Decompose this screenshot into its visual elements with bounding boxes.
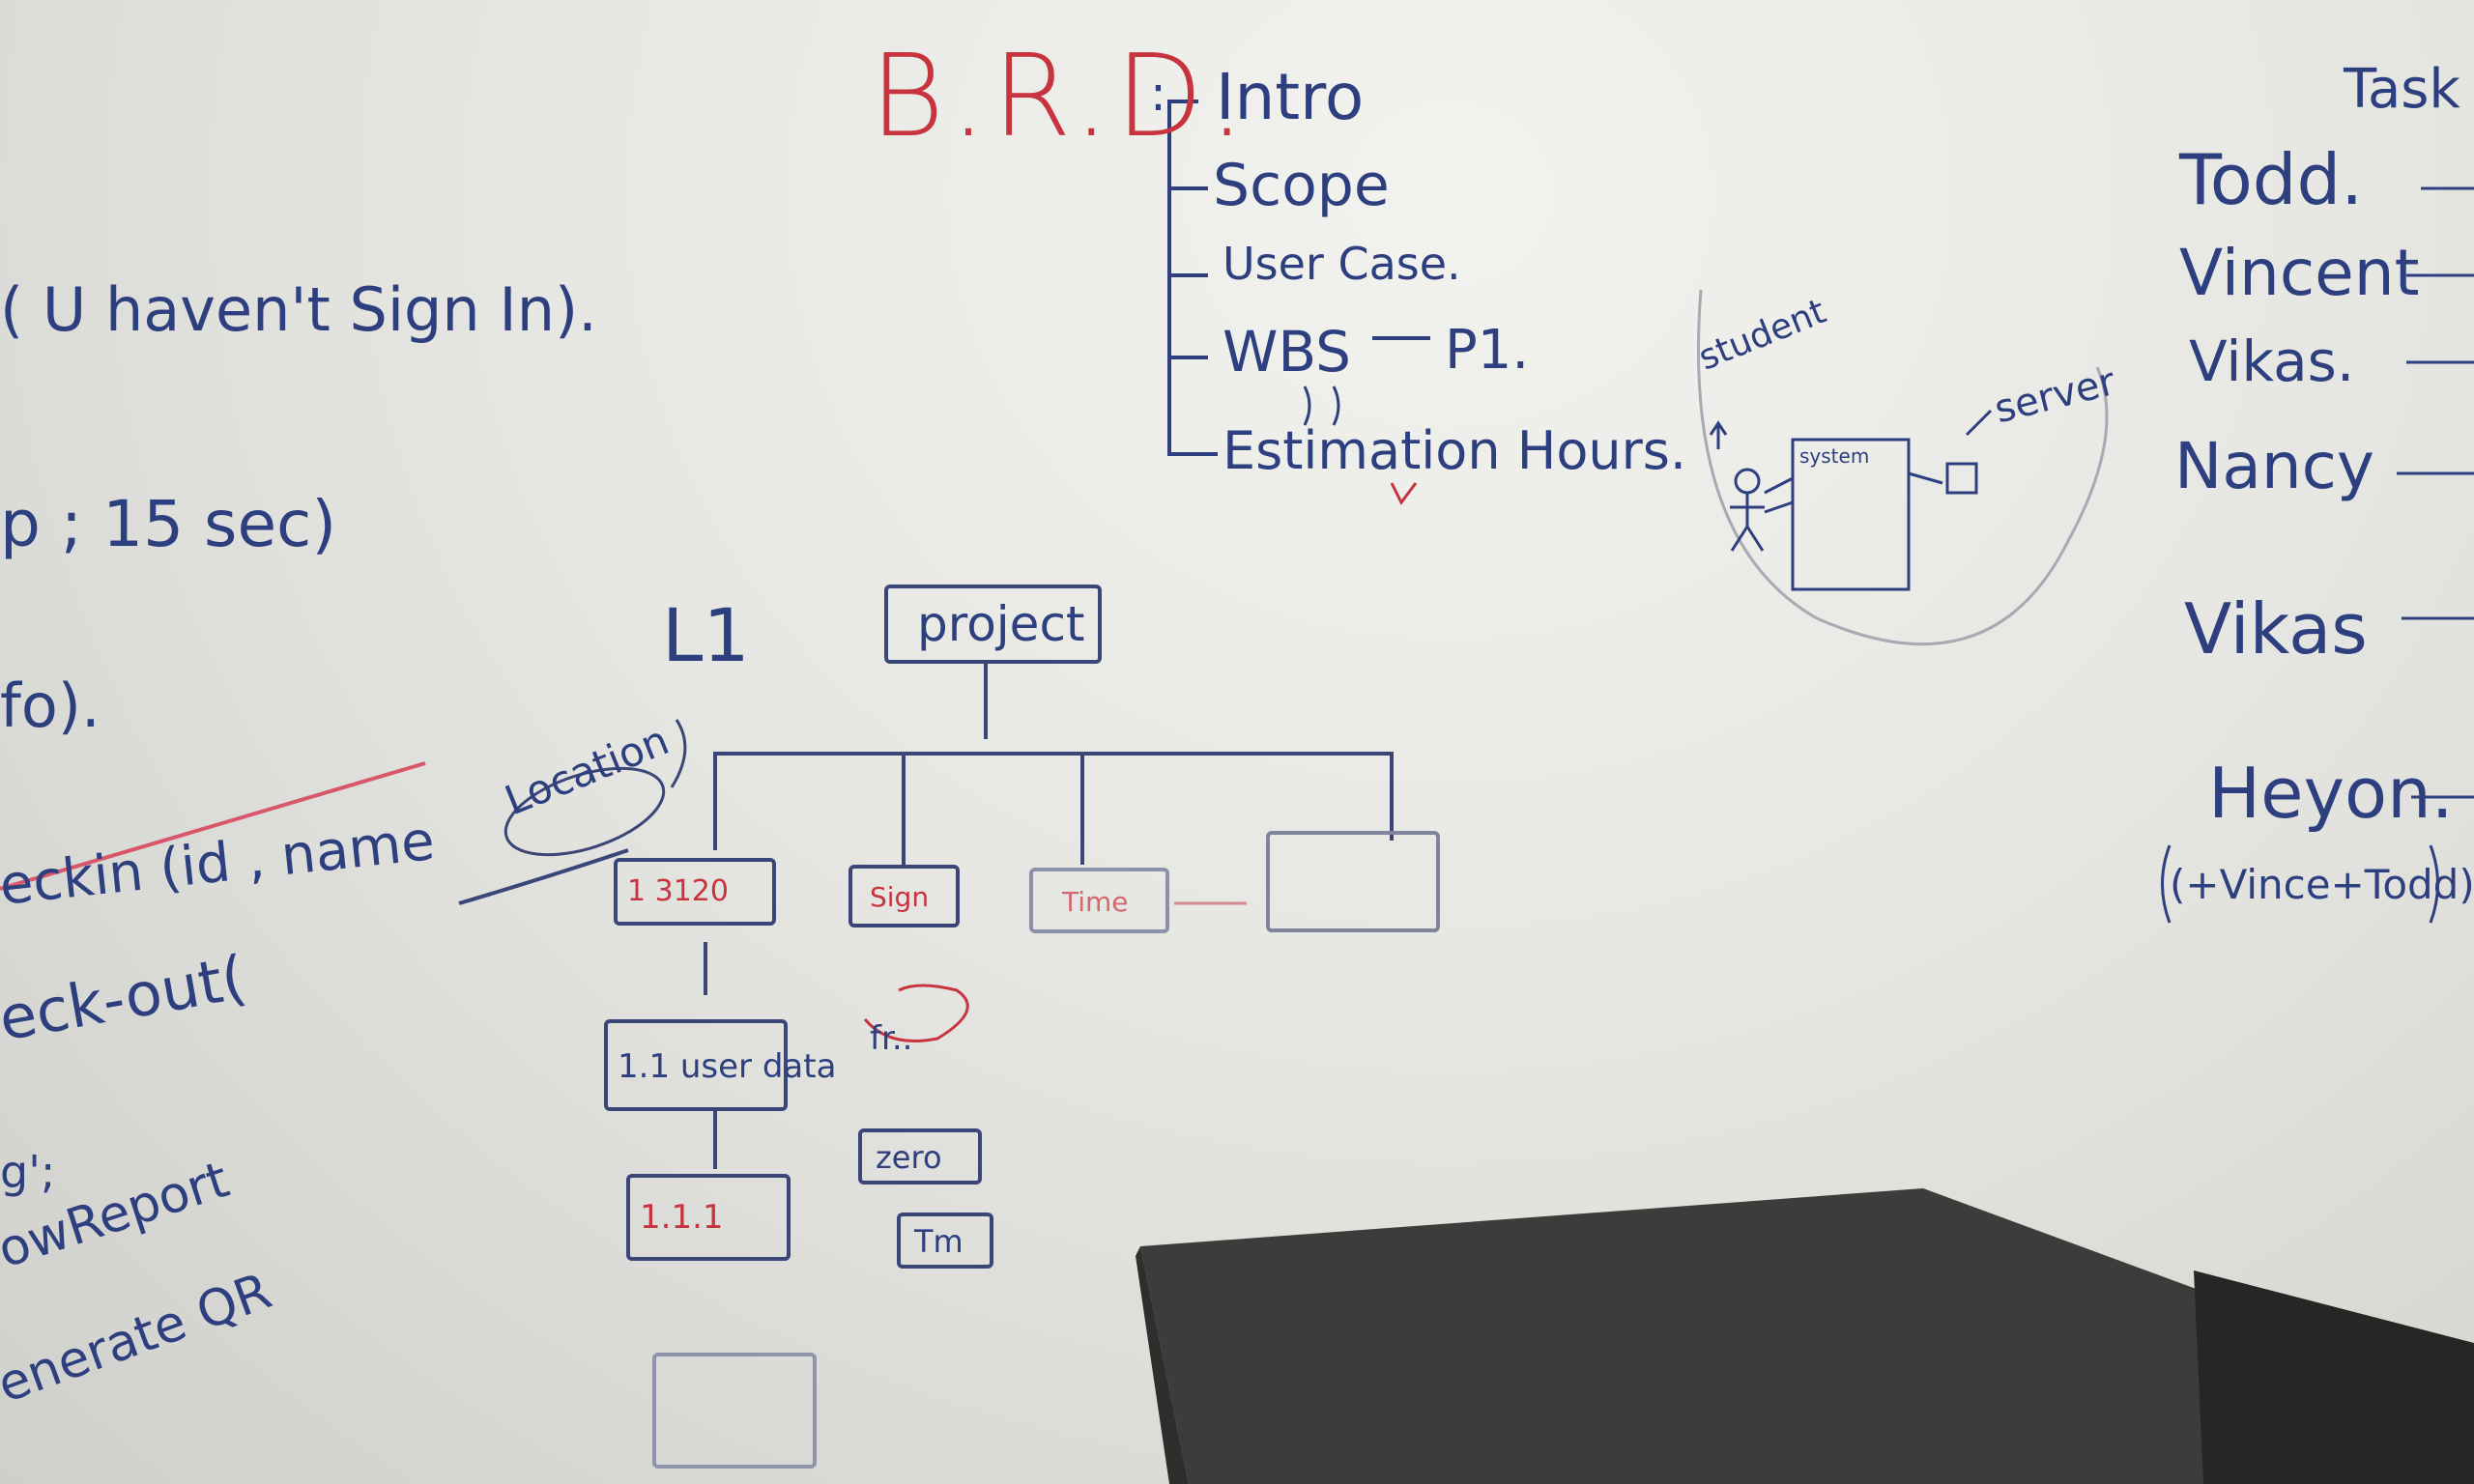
sketch-system-label: system <box>1799 444 1870 468</box>
diagram-node-2-3-label: Tm <box>914 1223 964 1260</box>
diagram-node-2: Sign <box>849 865 960 928</box>
diagram-level-label: L1 <box>662 592 750 678</box>
outline-wbs: WBS <box>1223 319 1351 385</box>
diagram-node-2-label: Sign <box>870 881 930 913</box>
diagram-node-1-1: 1.1 user data <box>604 1019 836 1111</box>
wbs-note: P1. <box>1445 319 1530 382</box>
diagram-node-faint <box>652 1353 817 1469</box>
brd-title: B.R.D. <box>870 29 1251 162</box>
diagram-node-1: 1 3120 <box>614 858 776 926</box>
note-line-1: ( U haven't Sign In). <box>0 274 597 345</box>
outline-scope: Scope <box>1213 152 1390 219</box>
note-line-3: fo). <box>0 671 101 741</box>
diagram-node-1-1-1: 1.1.1 <box>626 1174 791 1261</box>
person-vikas-2: Vikas <box>2184 588 2368 670</box>
person-nancy: Nancy <box>2174 429 2374 503</box>
diagram-root-label: project <box>917 596 1085 652</box>
tasks-header: Task <box>2344 58 2460 121</box>
diagram-node-4 <box>1266 831 1440 932</box>
diagram-node-3: Time <box>1029 868 1169 933</box>
note-line-6: g'; <box>0 1146 56 1198</box>
outline-intro: Intro <box>1216 60 1365 134</box>
diagram-node-2-1-label: fr.. <box>870 1019 913 1058</box>
diagram-node-1-1-1-label: 1.1.1 <box>640 1198 724 1237</box>
brd-colon: : <box>1150 66 1166 122</box>
person-todd: Todd. <box>2179 139 2364 220</box>
person-vikas: Vikas. <box>2189 328 2355 394</box>
note-line-2: p ; 15 sec) <box>0 487 337 561</box>
person-heyon: Heyon. <box>2208 753 2454 834</box>
diagram-node-1-label: 1 3120 <box>627 874 729 908</box>
person-note: (+Vince+Todd) <box>2170 861 2474 908</box>
outline-use-case: User Case. <box>1223 238 1461 290</box>
diagram-node-1-1-label: 1.1 user data <box>618 1047 837 1086</box>
diagram-root-node: project <box>884 585 1102 664</box>
diagram-node-3-label: Time <box>1062 886 1129 918</box>
diagram-node-2-3: Tm <box>897 1213 993 1269</box>
diagram-node-2-2-label: zero <box>876 1139 942 1176</box>
diagram-node-2-2: zero <box>858 1128 982 1184</box>
outline-estimation: Estimation Hours. <box>1223 420 1687 481</box>
person-vincent: Vincent <box>2179 236 2420 310</box>
